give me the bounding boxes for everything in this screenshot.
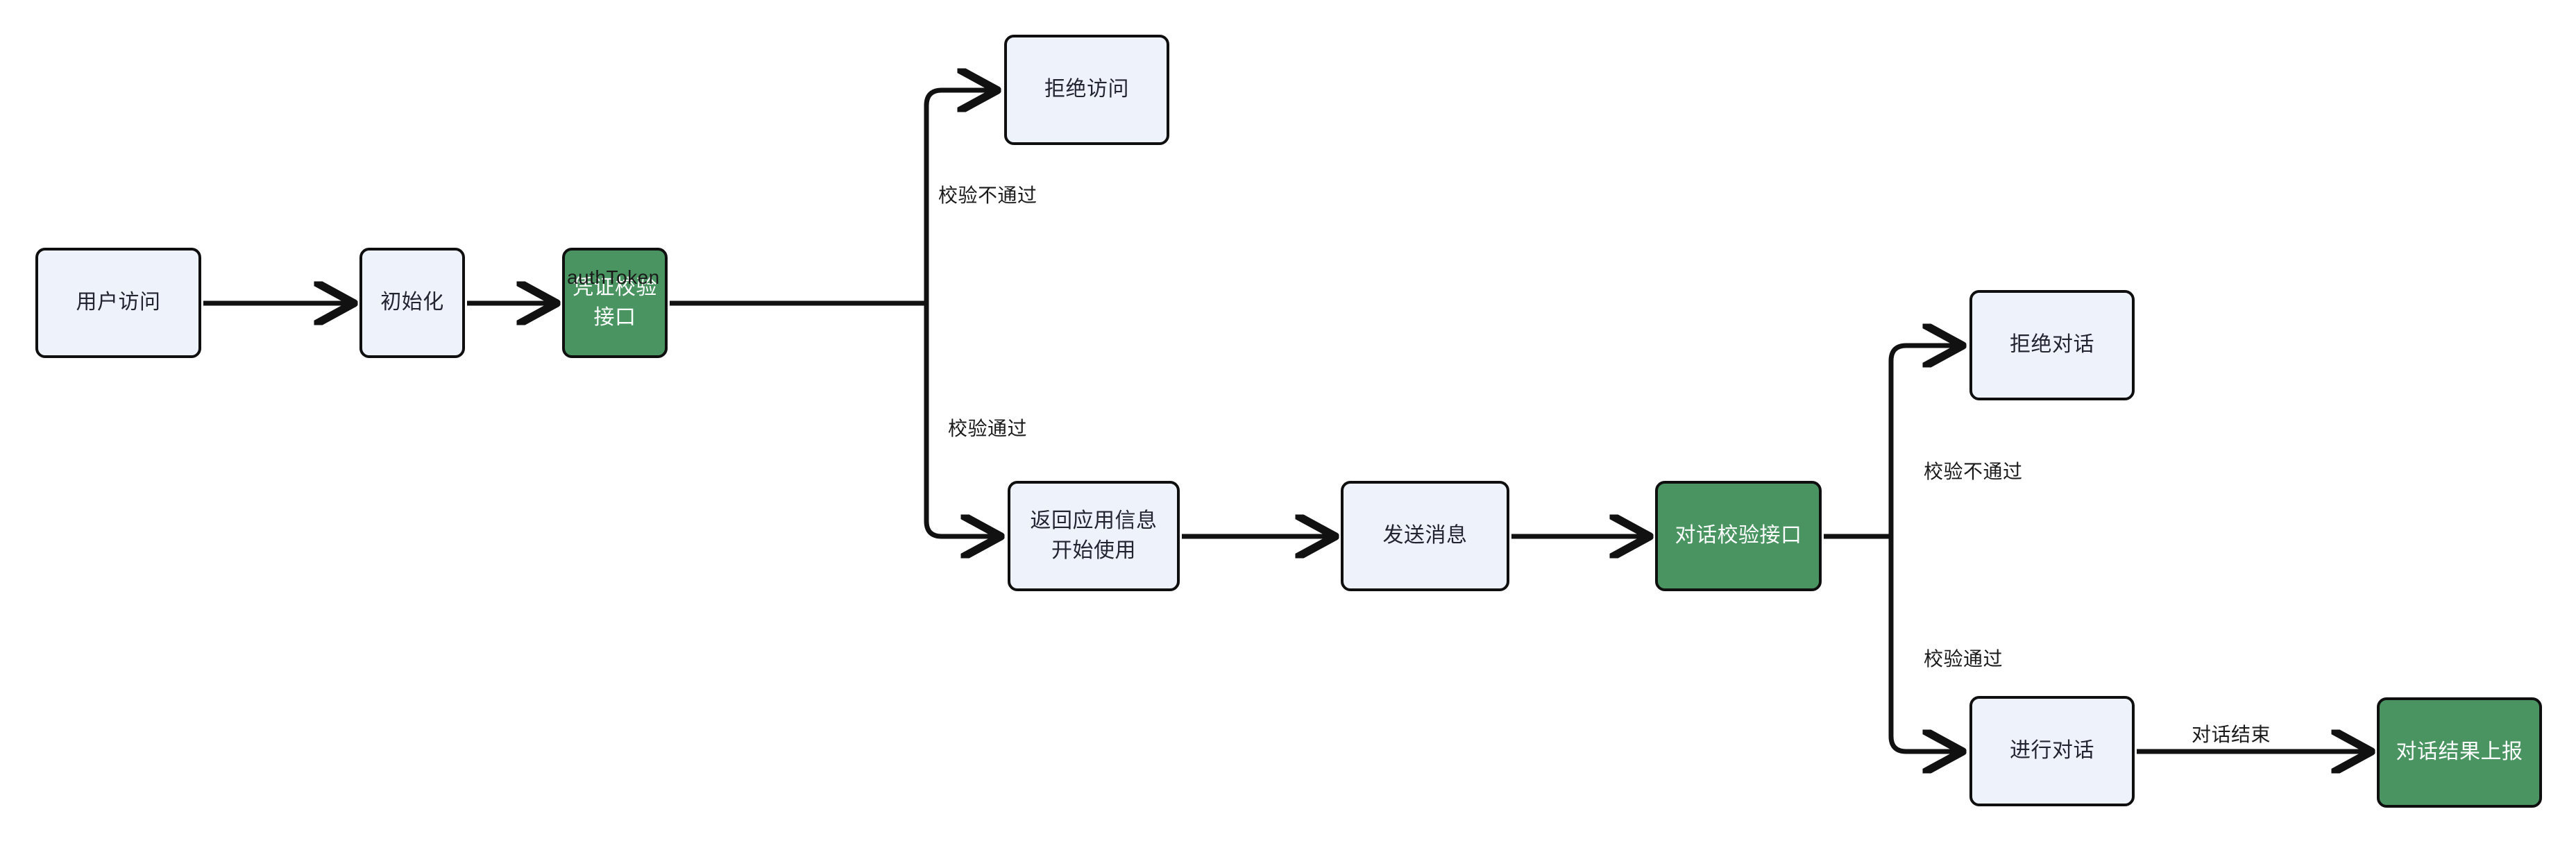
node-send-message[interactable]: 发送消息	[1341, 481, 1509, 591]
edge-label-chat-fail: 校验不通过	[1924, 461, 2023, 482]
edge-label-chat-end: 对话结束	[2192, 724, 2271, 745]
node-label: 拒绝访问	[1044, 78, 1129, 101]
node-init[interactable]: 初始化	[359, 248, 465, 358]
node-label: 凭证校验接口	[573, 275, 657, 329]
node-label: 用户访问	[76, 291, 161, 314]
node-user-access[interactable]: 用户访问	[35, 248, 201, 358]
node-deny-chat[interactable]: 拒绝对话	[1969, 290, 2135, 400]
node-auth-check-api[interactable]: 凭证校验接口	[562, 248, 668, 358]
node-label: 返回应用信息 开始使用	[1030, 509, 1158, 562]
edge-label-chat-pass: 校验通过	[1924, 648, 2003, 670]
node-label: 对话结果上报	[2396, 740, 2523, 764]
edge-label-auth-fail: 校验不通过	[938, 185, 1037, 206]
node-do-chat[interactable]: 进行对话	[1969, 696, 2135, 806]
node-label: 发送消息	[1382, 524, 1468, 547]
node-label: 初始化	[380, 291, 444, 314]
node-label: 对话校验接口	[1675, 524, 1802, 547]
node-return-app-info[interactable]: 返回应用信息 开始使用	[1008, 481, 1180, 591]
node-chat-check-api[interactable]: 对话校验接口	[1655, 481, 1822, 591]
node-label: 拒绝对话	[2010, 333, 2094, 357]
node-label: 进行对话	[2010, 739, 2094, 763]
node-deny-access[interactable]: 拒绝访问	[1004, 35, 1169, 145]
edge-label-auth-token: authToken	[567, 266, 660, 288]
edge-label-auth-pass: 校验通过	[948, 418, 1028, 439]
edge-chat-fail-to-deny-chat	[1888, 346, 1959, 536]
node-report-chat-result[interactable]: 对话结果上报	[2377, 697, 2542, 808]
